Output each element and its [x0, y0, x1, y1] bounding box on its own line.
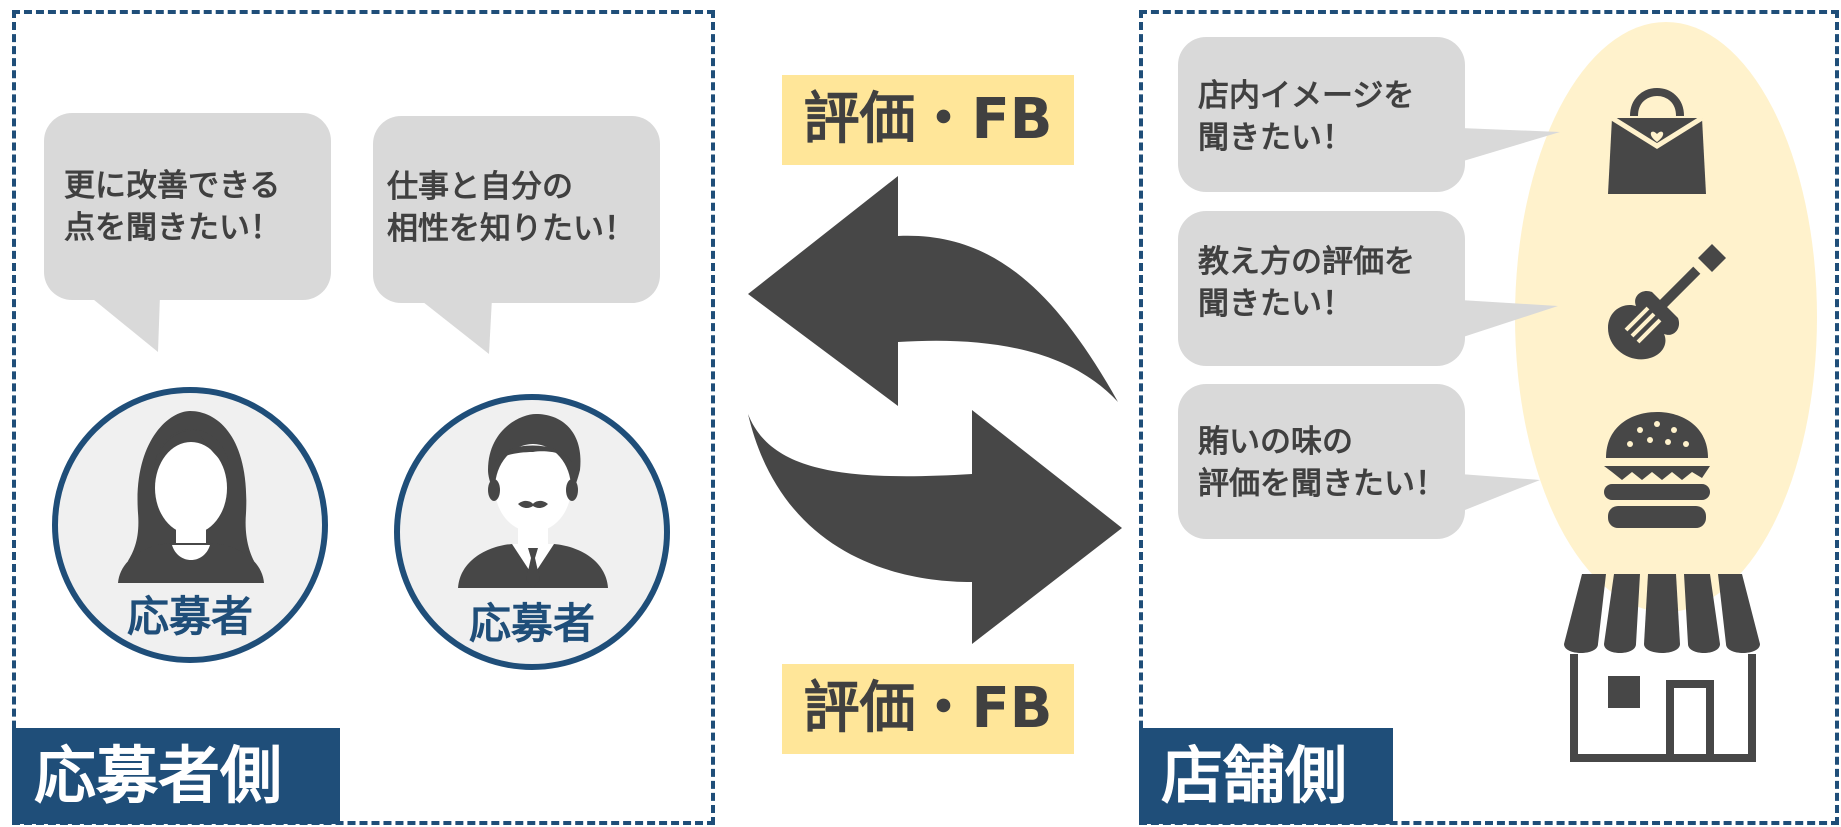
speech-bubble-teaching: 教え方の評価を 聞きたい！ [1178, 211, 1465, 366]
speech-bubble-improve: 更に改善できる 点を聞きたい！ [44, 113, 331, 300]
feedback-label-top: 評価・FB [782, 75, 1074, 165]
avatar-label: 応募者 [468, 599, 595, 648]
applicant-avatar-woman: 応募者 [52, 387, 328, 663]
bubble-tails-right [1460, 128, 1560, 512]
bubble-line: 更に改善できる [64, 168, 281, 204]
bubble-line: 聞きたい！ [1198, 120, 1353, 156]
avatar-label: 応募者 [126, 592, 253, 641]
applicant-panel [12, 10, 715, 825]
bubble-line: 相性を知りたい！ [387, 211, 635, 247]
bubble-line: 点を聞きたい！ [64, 210, 281, 246]
man-avatar-icon [458, 414, 608, 588]
bubble-line: 評価を聞きたい！ [1198, 466, 1446, 502]
applicant-avatar-man: 応募者 [394, 394, 670, 670]
bubble-line: 教え方の評価を [1198, 244, 1415, 280]
speech-bubble-store-image: 店内イメージを 聞きたい！ [1178, 37, 1465, 192]
speech-bubble-compatibility: 仕事と自分の 相性を知りたい！ [373, 116, 660, 303]
speech-bubble-meal: 賄いの味の 評価を聞きたい！ [1178, 384, 1465, 539]
bubble-line: 聞きたい！ [1198, 286, 1353, 322]
applicant-side-label: 応募者側 [12, 728, 340, 824]
burger-icon [1604, 412, 1710, 528]
bubble-line: 仕事と自分の [387, 169, 573, 205]
woman-avatar-icon [118, 411, 264, 583]
arrow-left-icon [748, 176, 1118, 406]
bubble-line: 店内イメージを [1198, 78, 1415, 114]
storefront-icon [1564, 574, 1760, 762]
bubble-tails-left [88, 295, 492, 354]
store-panel [1139, 10, 1839, 825]
arrow-right-icon [748, 410, 1122, 644]
store-side-label: 店舗側 [1139, 728, 1393, 824]
exchange-arrows [748, 176, 1122, 644]
guitar-icon [1608, 244, 1726, 360]
bubble-line: 賄いの味の [1198, 424, 1353, 460]
feedback-label-bottom: 評価・FB [782, 664, 1074, 754]
handbag-icon [1608, 88, 1706, 194]
